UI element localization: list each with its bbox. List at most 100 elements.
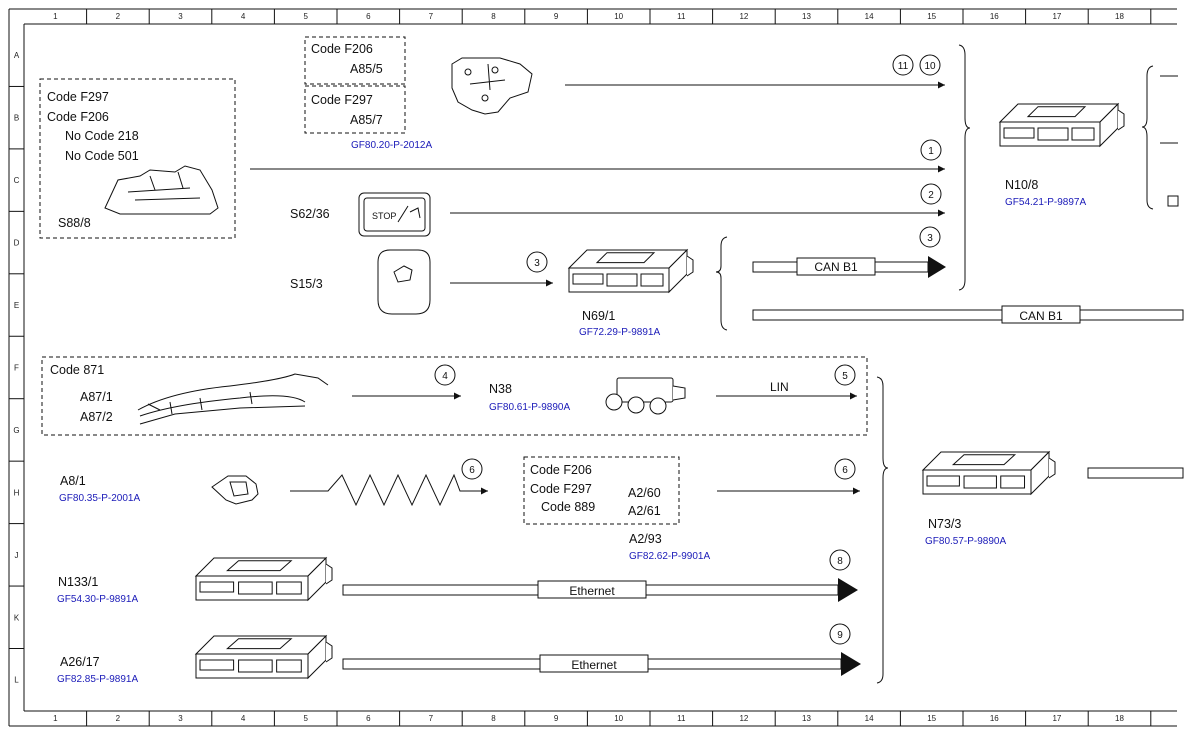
can-bus-1: CAN B1 [752,256,946,278]
s88-code-1: Code F297 [47,90,109,104]
a2-93-label: A2/93 [629,532,662,546]
signal-3b: 3 [927,233,933,244]
s88-label: S88/8 [58,216,91,230]
n133-ref: GF54.30-P-9891A [57,594,138,605]
col-number-top: 7 [429,12,434,21]
n10-control-unit-icon [998,102,1125,148]
col-number-bottom: 17 [1052,714,1061,723]
signal-3a: 3 [534,258,540,269]
s88-block: Code F297 Code F206 No Code 218 No Code … [39,78,236,239]
a85-7-ref: GF80.20-P-2012A [351,140,432,151]
col-number-top: 8 [491,12,496,21]
s15-block: S15/3 [290,249,431,315]
s88-code-3: No Code 218 [65,129,139,143]
a85-block: Code F206 A85/5 Code F297 A85/7 GF80.20-… [304,36,533,151]
a85-7-label: A85/7 [350,113,383,127]
n73-ref: GF80.57-P-9890A [925,536,1006,547]
row-letter: E [14,301,19,310]
a8-label: A8/1 [60,474,86,488]
a2-61-label: A2/61 [628,504,661,518]
col-number-top: 11 [677,12,686,21]
row-letter: F [14,363,19,372]
a87-1-label: A87/1 [80,390,113,404]
n133-control-unit-icon [194,556,333,602]
col-number-bottom: 7 [429,714,434,723]
n69-label: N69/1 [582,309,615,323]
col-number-bottom: 8 [491,714,496,723]
col-number-top: 1 [53,12,58,21]
col-number-top: 5 [303,12,308,21]
trunk-handle-icon [104,165,219,215]
stop-button-icon: STOP [358,192,431,237]
row-letter: G [13,426,19,435]
signal-4: 4 [442,371,448,382]
row-letter: J [15,551,19,560]
a87-2-label: A87/2 [80,410,113,424]
signal-1: 1 [928,146,934,157]
n10-ref: GF54.21-P-9897A [1005,197,1086,208]
n73-output-bus [1087,467,1184,479]
a8-block: A8/1 GF80.35-P-2001A [59,474,259,505]
col-number-bottom: 2 [116,714,121,723]
signal-9: 9 [837,630,843,641]
col-number-top: 9 [554,12,559,21]
n38-ref: GF80.61-P-9890A [489,402,570,413]
ethernet-bus-2: Ethernet [342,652,861,676]
lock-latch-icon [451,57,533,115]
col-number-top: 17 [1052,12,1061,21]
col-number-bottom: 10 [614,714,623,723]
col-number-top: 3 [178,12,183,21]
col-number-bottom: 16 [990,714,999,723]
a26-control-unit-icon [194,634,333,680]
can-bus-2-label: CAN B1 [1019,309,1063,323]
col-number-top: 10 [614,12,623,21]
a2-block: Code F206 Code F297 Code 889 A2/60 A2/61… [523,456,710,562]
n69-ref: GF72.29-P-9891A [579,327,660,338]
row-letter: D [14,239,20,248]
col-number-bottom: 12 [739,714,748,723]
signal-5: 5 [842,371,848,382]
row-letter: K [14,613,20,622]
a85-7-code: Code F297 [311,93,373,107]
col-number-bottom: 6 [366,714,371,723]
ethernet-bus-1-label: Ethernet [569,584,615,598]
a2-code-3: Code 889 [541,500,595,514]
row-letter: C [14,176,20,185]
col-number-bottom: 4 [241,714,246,723]
a2-60-label: A2/60 [628,486,661,500]
row-letter: B [14,114,19,123]
signal-6a: 6 [469,465,475,476]
col-number-bottom: 1 [53,714,58,723]
signal-10: 10 [924,61,936,72]
n133-label: N133/1 [58,575,98,589]
trunk-switch-icon [377,249,431,315]
col-number-bottom: 13 [802,714,811,723]
a2-93-ref: GF82.62-P-9901A [629,551,710,562]
col-number-top: 14 [865,12,874,21]
a8-ref: GF80.35-P-2001A [59,493,140,504]
n38-connector-icon [605,377,686,415]
signal-markers: 11 10 1 2 3 3 4 5 6 6 8 9 [434,54,942,645]
a26-label: A26/17 [60,655,100,669]
col-number-bottom: 11 [677,714,686,723]
control-units [194,102,1125,680]
code871-code: Code 871 [50,363,104,377]
n10-label: N10/8 [1005,178,1038,192]
can-bus-1-label: CAN B1 [814,260,858,274]
row-letter: A [14,51,20,60]
stop-button-text: STOP [372,211,396,221]
signal-lines [250,81,945,507]
can-bus-2: CAN B1 [752,305,1184,324]
frame [8,8,1177,727]
code871-block: Code 871 A87/1 A87/2 N38 GF80.61-P-9890A… [41,356,868,436]
braces [715,44,1179,684]
s62-block: S62/36 STOP [290,192,431,237]
a2-code-1: Code F206 [530,463,592,477]
col-number-top: 2 [116,12,121,21]
s62-label: S62/36 [290,207,330,221]
col-number-top: 18 [1115,12,1124,21]
a26-ref: GF82.85-P-9891A [57,674,138,685]
column-ruler: 1122334455667788991010111112121313141415… [53,9,1152,726]
